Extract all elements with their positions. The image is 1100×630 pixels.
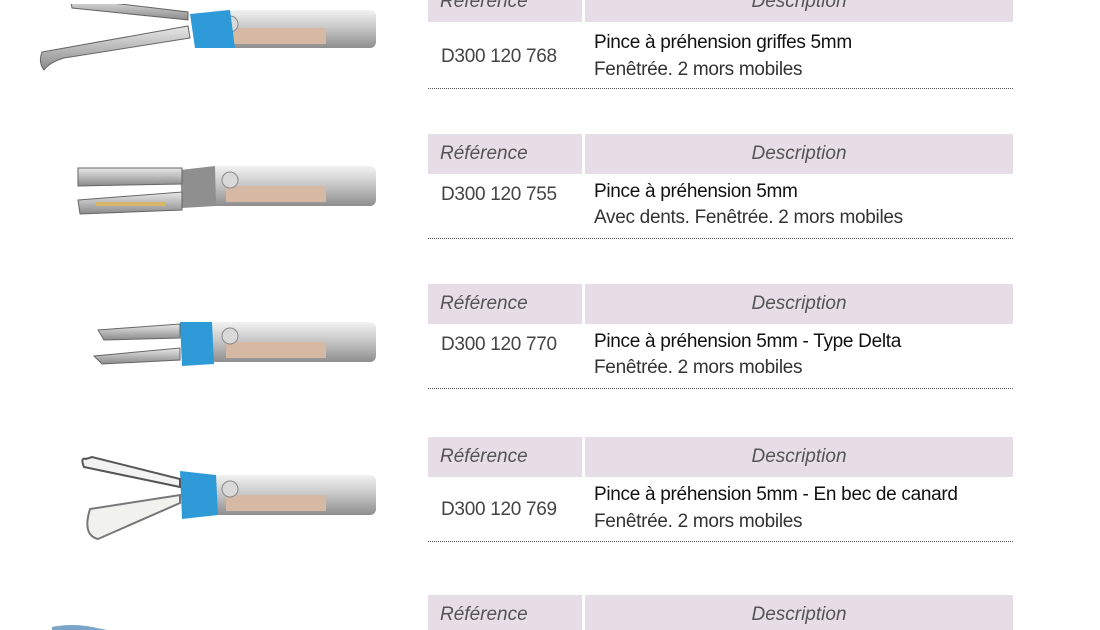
row-separator [428, 388, 1013, 389]
table-header-reference: Référence [428, 134, 582, 174]
grasper-delta-instrument-image [92, 322, 376, 366]
instrument-tip-image [52, 625, 107, 630]
table-header-reference: Référence [428, 595, 582, 630]
product-reference: D300 120 769 [441, 499, 557, 520]
product-title: Pince à préhension 5mm - Type Delta [594, 331, 902, 352]
product-subtitle: Avec dents. Fenêtrée. 2 mors mobiles [594, 207, 903, 228]
product-reference: D300 120 770 [441, 334, 557, 355]
product-title: Pince à préhension 5mm [594, 181, 798, 202]
product-reference: D300 120 768 [441, 46, 557, 67]
table-header-description: Description [585, 437, 1013, 477]
row-separator [428, 541, 1013, 542]
grasper-claw-instrument-image [39, 4, 376, 71]
product-subtitle: Fenêtrée. 2 mors mobiles [594, 511, 803, 532]
table-header-description: Description [585, 134, 1013, 174]
row-separator [428, 238, 1013, 239]
grasper-duckbill-instrument-image [81, 455, 376, 541]
row-separator [428, 88, 1013, 89]
table-header-reference: Référence [428, 437, 582, 477]
table-header-description: Description [585, 284, 1013, 324]
table-header-reference: Référence [428, 284, 582, 324]
product-reference: D300 120 755 [441, 184, 557, 205]
table-header-reference: Référence [428, 0, 582, 22]
table-header-description: Description [585, 0, 1013, 22]
grasper-teeth-instrument-image [77, 166, 376, 215]
product-title: Pince à préhension griffes 5mm [594, 32, 852, 53]
product-subtitle: Fenêtrée. 2 mors mobiles [594, 357, 803, 378]
product-title: Pince à préhension 5mm - En bec de canar… [594, 484, 958, 505]
table-header-description: Description [585, 595, 1013, 630]
product-subtitle: Fenêtrée. 2 mors mobiles [594, 59, 803, 80]
